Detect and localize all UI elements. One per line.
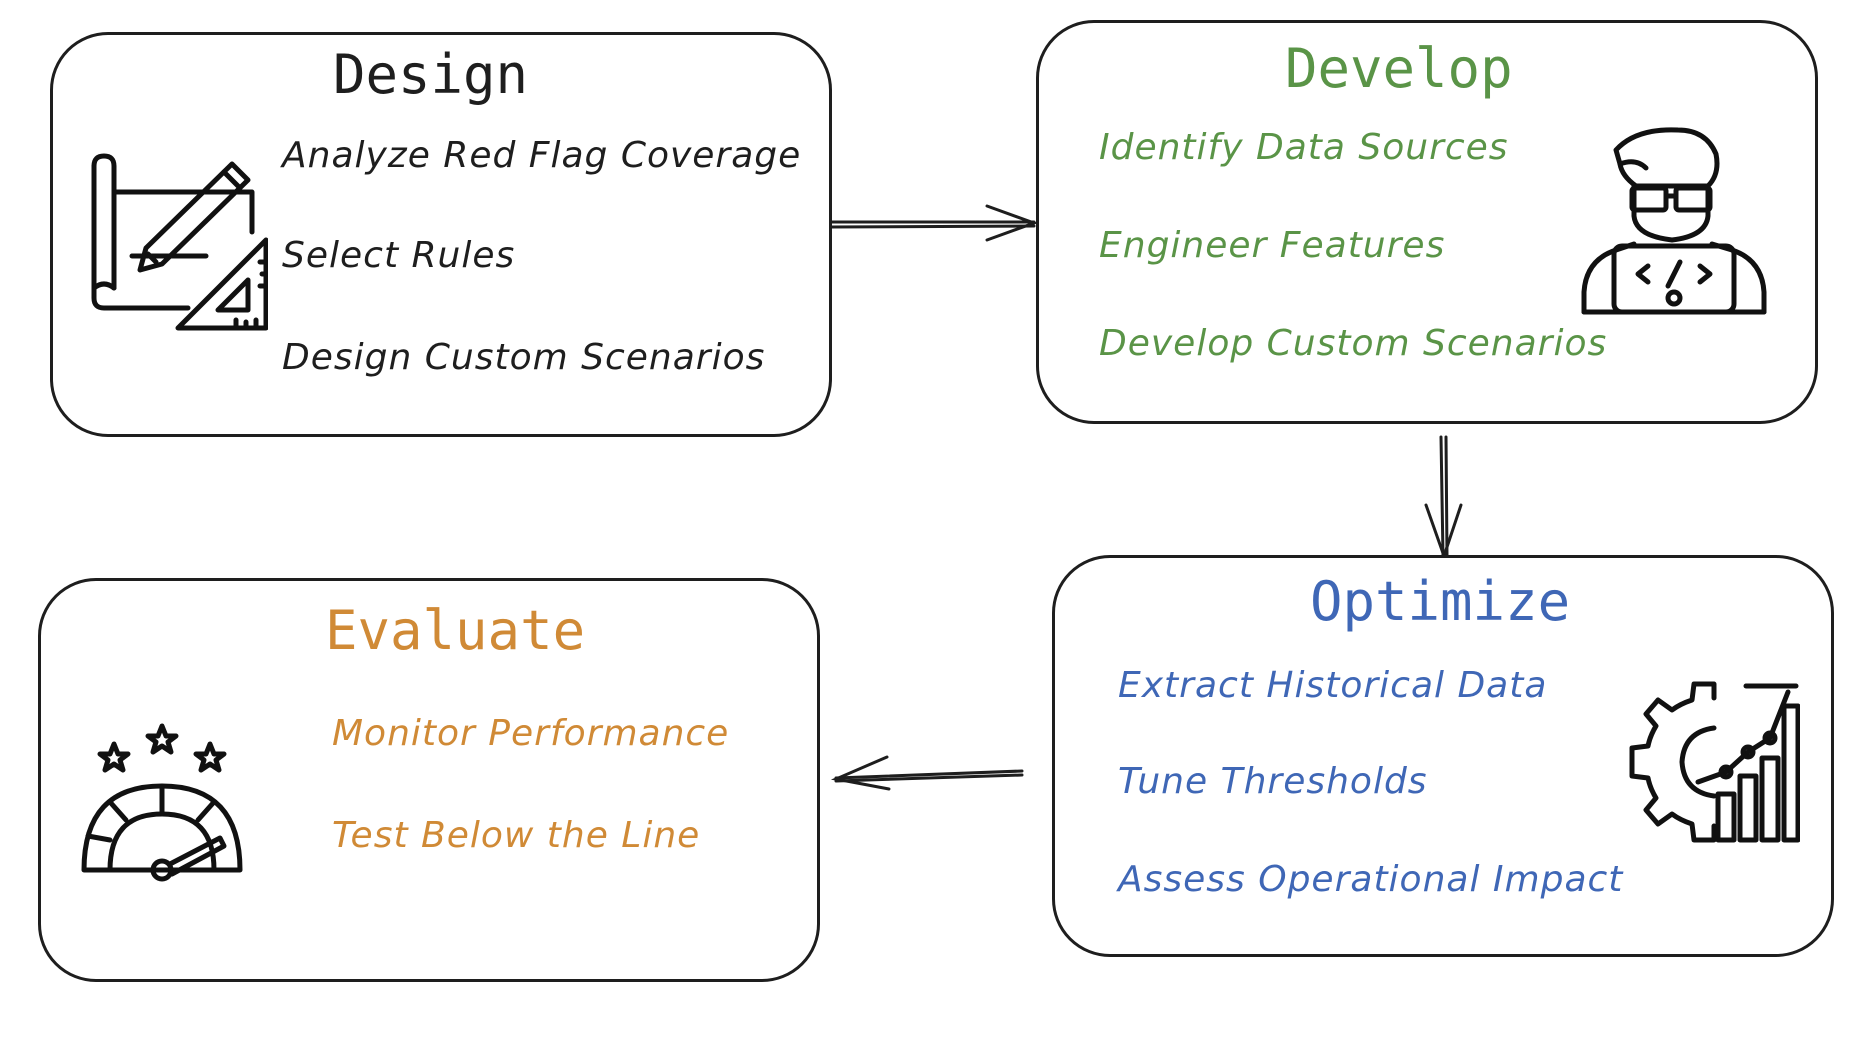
design-stage-box [50,32,832,437]
develop-item-engineer-features: Engineer Features [1099,225,1446,266]
develop-item-identify-data-sources: Identify Data Sources [1099,127,1509,168]
gear-growth-chart-icon [1629,681,1800,843]
evaluate-item-monitor-performance: Monitor Performance [332,713,730,754]
developer-laptop-icon [1581,127,1767,315]
develop-item-custom-scenarios: Develop Custom Scenarios [1099,323,1608,364]
optimize-item-extract-historical-data: Extract Historical Data [1118,665,1548,706]
optimize-item-assess-operational-impact: Assess Operational Impact [1118,859,1624,900]
develop-stage-box [1036,20,1818,424]
design-item-select-rules: Select Rules [282,235,516,276]
evaluate-item-test-below-the-line: Test Below the Line [332,815,701,856]
design-item-analyze-red-flag: Analyze Red Flag Coverage [282,135,802,176]
evaluate-stage-title: Evaluate [325,599,586,662]
blueprint-pencil-ruler-icon [91,153,268,331]
arrow-design-to-develop [828,204,1039,242]
evaluate-stage-box [38,578,820,982]
design-item-custom-scenarios: Design Custom Scenarios [282,337,766,378]
arrow-develop-to-optimize [1424,435,1463,561]
optimize-stage-title: Optimize [1310,570,1571,633]
rating-speedometer-icon [81,723,243,882]
design-stage-title: Design [333,43,529,106]
arrow-optimize-to-evaluate [830,755,1024,791]
optimize-stage-box [1052,555,1834,957]
optimize-item-tune-thresholds: Tune Thresholds [1118,761,1428,802]
develop-stage-title: Develop [1285,37,1513,100]
